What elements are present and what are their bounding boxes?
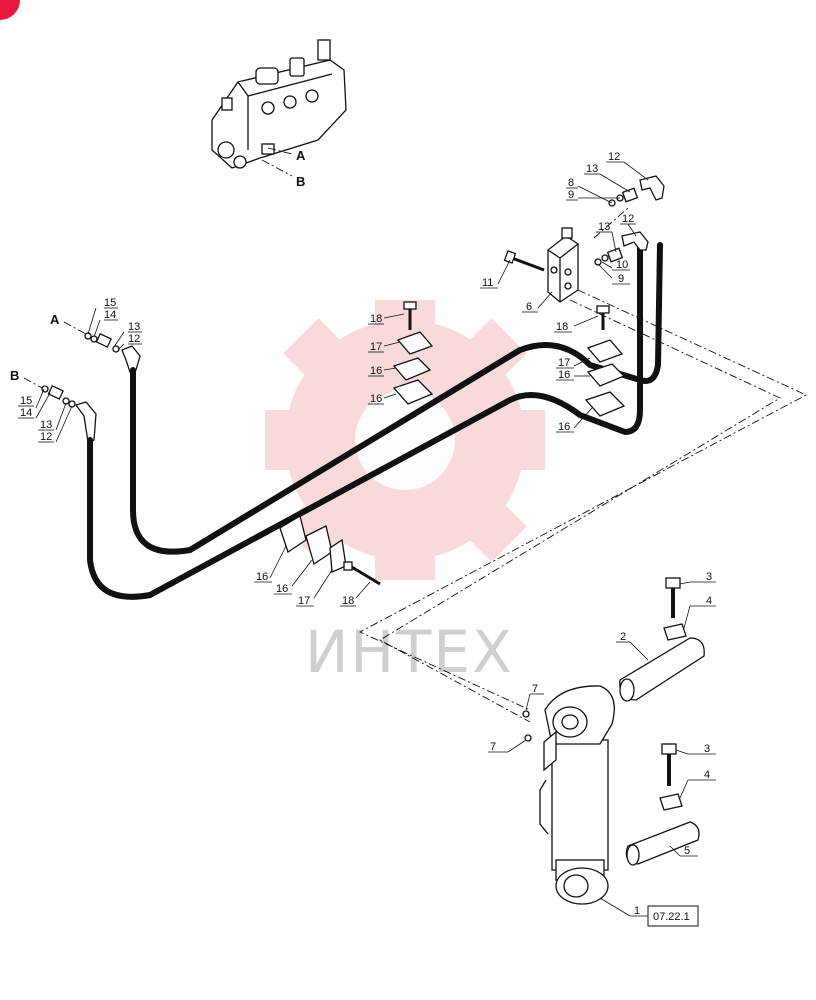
check-valve-block [547,227,579,303]
callout-1: 1 [634,905,640,917]
callout-16: 16 [276,583,288,595]
callout-3: 3 [704,743,710,755]
callout-6: 6 [526,301,532,313]
reference-box [647,905,699,927]
callout-4: 4 [704,769,710,781]
right-fittings-upper [608,175,665,207]
hose-b [87,245,643,600]
port-a-label-top: A [296,148,306,163]
clamp-set-center [392,301,434,405]
callout-13: 13 [128,321,140,333]
corner-mark [0,0,20,20]
left-fittings-b [41,384,97,443]
callout-12: 12 [128,333,140,345]
callout-12: 12 [622,213,634,225]
callout-11: 11 [482,277,493,289]
callout-15: 15 [104,297,116,309]
callout-18: 18 [556,321,568,333]
callout-9: 9 [568,189,574,201]
clamp-set-lower [279,514,381,586]
clamp-set-right [584,305,626,417]
leader-lines [35,161,691,917]
right-fittings-lower [594,231,649,266]
callout-13: 13 [586,163,598,175]
valve-bolt [503,250,545,272]
callout-5: 5 [684,845,690,857]
callout-16: 16 [370,393,382,405]
callout-16: 16 [558,421,570,433]
upper-bolt-assembly [619,577,705,702]
callout-7: 7 [532,683,538,695]
callout-16: 16 [256,571,268,583]
callout-14: 14 [20,407,32,419]
callout-17: 17 [298,595,310,607]
callout-16: 16 [370,365,382,377]
hose-a [130,242,663,555]
callout-9: 9 [618,273,624,285]
callout-10: 10 [616,259,628,271]
callout-12: 12 [608,151,620,163]
callout-13: 13 [598,221,610,233]
callout-18: 18 [342,595,354,607]
callout-17: 17 [370,341,382,353]
callout-13: 13 [40,419,52,431]
port-b-label-top: B [296,174,305,189]
callout-17: 17 [558,357,570,369]
watermark-text: ИНТЕХ [305,618,514,686]
callout-15: 15 [20,395,32,407]
callout-4: 4 [706,595,712,607]
lower-bolt-assembly [625,743,700,866]
callout-18: 18 [370,313,382,325]
callout-12: 12 [40,431,52,443]
callout-8: 8 [568,177,574,189]
callout-3: 3 [706,571,712,583]
hydraulic-cylinder [539,685,615,905]
routing-line-outer [358,289,808,711]
port-b-label-left: B [10,368,19,383]
callout-16: 16 [558,369,570,381]
routing-line-inner [379,299,781,723]
control-valve-assembly [211,39,347,169]
callout-2: 2 [620,631,626,643]
reference-label: 07.22.1 [653,911,690,923]
port-a-label-left: A [50,312,60,327]
watermark-gear-center [355,390,455,490]
callout-14: 14 [104,309,116,321]
callout-7: 7 [490,741,496,753]
callout-labels: 15 14 13 12 15 14 13 12 12 13 8 9 12 13 … [18,151,716,917]
